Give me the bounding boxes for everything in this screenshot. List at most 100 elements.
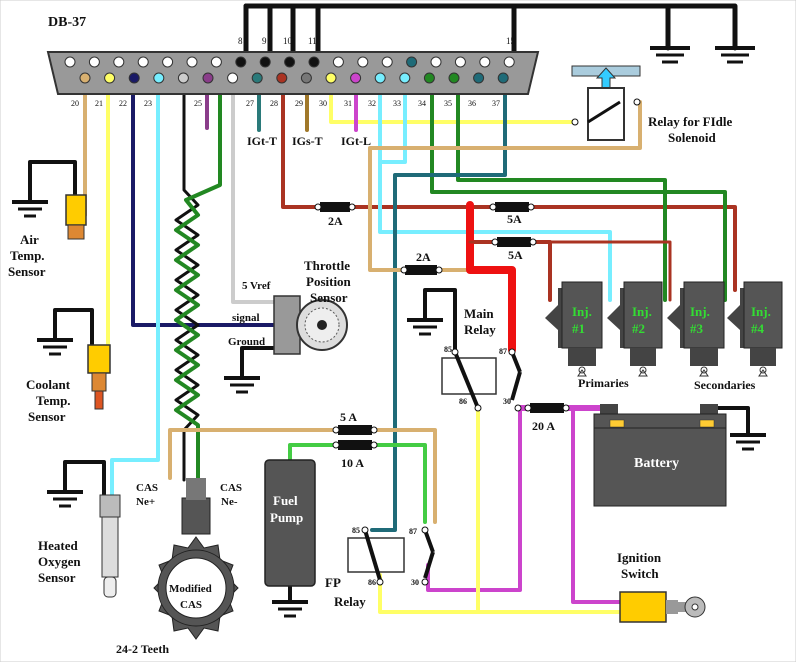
pin-label-28: 28 bbox=[270, 99, 278, 108]
label-air-temp-2: Temp. bbox=[10, 248, 45, 263]
connector-bottom-pin bbox=[79, 72, 91, 84]
pin-label-11: 11 bbox=[308, 36, 317, 46]
connector-bottom-pin bbox=[177, 72, 189, 84]
black-wire-coolant-ground bbox=[53, 308, 94, 347]
label-relay-fidle-2: Solenoid bbox=[668, 130, 716, 145]
pin-label-8: 8 bbox=[238, 36, 243, 46]
connector-bottom-pin bbox=[350, 72, 362, 84]
label-inj1b: #1 bbox=[572, 321, 585, 336]
connector-top-pin bbox=[259, 56, 271, 68]
label-oxygen-2: Oxygen bbox=[38, 554, 81, 569]
connector-top-pin bbox=[332, 56, 344, 68]
main-relay bbox=[441, 348, 522, 412]
label-inj4: Inj. bbox=[751, 304, 771, 319]
label-signal: signal bbox=[232, 312, 260, 324]
magenta-wire-ignition bbox=[426, 406, 522, 592]
injector-2 bbox=[607, 281, 663, 374]
ignition-switch bbox=[619, 591, 706, 623]
connector-bottom-pin bbox=[128, 72, 140, 84]
ground-symbol-top-2 bbox=[715, 46, 755, 64]
label-inj3b: #3 bbox=[690, 321, 704, 336]
battery bbox=[593, 404, 727, 507]
connector-top-pin bbox=[381, 56, 393, 68]
label-primaries: Primaries bbox=[578, 376, 629, 390]
ground-symbol-top-1 bbox=[650, 46, 690, 64]
black-wire-tps-ground bbox=[240, 346, 277, 380]
pin-label-25: 25 bbox=[194, 99, 202, 108]
label-fuse-5a-low: 5 A bbox=[340, 410, 357, 424]
fp-relay-pin-86: 86 bbox=[368, 578, 376, 587]
black-wire-top-bus bbox=[243, 3, 738, 51]
bottom-pin-row bbox=[79, 72, 509, 84]
connector-bottom-pin bbox=[325, 72, 337, 84]
connector-bottom-pin bbox=[202, 72, 214, 84]
cyan-wire-pin33 bbox=[378, 76, 407, 164]
main-relay-pin-86: 86 bbox=[459, 397, 467, 406]
label-modified-cas-2: CAS bbox=[180, 599, 202, 611]
fp-relay bbox=[347, 526, 435, 586]
label-main-relay-1: Main bbox=[464, 306, 494, 321]
pin-label-35: 35 bbox=[444, 99, 452, 108]
label-igs-t: IGs-T bbox=[292, 134, 323, 148]
label-inj2: Inj. bbox=[632, 304, 652, 319]
pin-label-31: 31 bbox=[344, 99, 352, 108]
teal-wire-pin37 bbox=[370, 76, 507, 532]
pin-label-29: 29 bbox=[295, 99, 303, 108]
label-inj2b: #2 bbox=[632, 321, 645, 336]
label-fuse-2a-mid: 2A bbox=[416, 250, 431, 264]
pin-label-21: 21 bbox=[95, 99, 103, 108]
red-wire-main-87 bbox=[466, 201, 516, 354]
label-cas-ne-minus-2: Ne- bbox=[221, 496, 238, 508]
label-fuse-5a-mid: 5A bbox=[508, 248, 523, 262]
connector-bottom-pin bbox=[276, 72, 288, 84]
ground-symbol-oxygen bbox=[47, 490, 83, 508]
label-secondaries: Secondaries bbox=[694, 378, 756, 392]
label-relay-fidle-1: Relay for FIdle bbox=[648, 114, 732, 129]
connector-bottom-pin bbox=[227, 72, 239, 84]
fp-relay-pin-30: 30 bbox=[411, 578, 419, 587]
connector-bottom-pin bbox=[251, 72, 263, 84]
connector-top-pin bbox=[88, 56, 100, 68]
label-tps-2: Position bbox=[306, 274, 352, 289]
label-oxygen-1: Heated bbox=[38, 538, 78, 553]
air-temp-sensor bbox=[65, 194, 87, 240]
cas-connector bbox=[181, 478, 211, 535]
connector-top-pin bbox=[162, 56, 174, 68]
fuse-2a-mid bbox=[400, 265, 443, 275]
label-air-temp-3: Sensor bbox=[8, 264, 46, 279]
label-oxygen-3: Sensor bbox=[38, 570, 76, 585]
top-pin-row bbox=[64, 56, 515, 68]
connector-top-pin bbox=[186, 56, 198, 68]
pin-label-33: 33 bbox=[393, 99, 401, 108]
connector-top-pin bbox=[454, 56, 466, 68]
pin-label-36: 36 bbox=[468, 99, 476, 108]
label-cas-ne-plus-2: Ne+ bbox=[136, 496, 155, 508]
connector-top-pin bbox=[479, 56, 491, 68]
connector-bottom-pin bbox=[448, 72, 460, 84]
ground-symbol-pump bbox=[272, 585, 308, 618]
label-vref: 5 Vref bbox=[242, 280, 271, 292]
connector-top-pin bbox=[357, 56, 369, 68]
ground-symbol-coolant bbox=[37, 338, 73, 356]
label-ignition-1: Ignition bbox=[617, 550, 662, 565]
ground-symbol-relay bbox=[407, 318, 443, 336]
pin-label-15: 15 bbox=[506, 36, 516, 46]
white-wire-5vref bbox=[231, 76, 277, 304]
db37-connector: DB-37 8 9 10 11 15 20 21 22 23 25 27 28 … bbox=[46, 15, 540, 108]
fuse-2a-top bbox=[314, 202, 356, 212]
label-fuse-20a: 20 A bbox=[532, 419, 555, 433]
injector-1 bbox=[545, 281, 603, 374]
label-battery: Battery bbox=[634, 456, 679, 471]
label-cas-ne-plus-1: CAS bbox=[136, 482, 158, 494]
label-fuel-pump-2: Pump bbox=[270, 510, 303, 525]
label-igt-l: IGt-L bbox=[341, 134, 371, 148]
black-wire-battery-ground bbox=[703, 406, 750, 437]
connector-top-pin bbox=[284, 56, 296, 68]
connector-bottom-pin bbox=[104, 72, 116, 84]
label-fp-relay-1: FP bbox=[325, 575, 341, 590]
connector-top-pin bbox=[308, 56, 320, 68]
pin-label-9: 9 bbox=[262, 36, 267, 46]
ground-symbol-tps bbox=[224, 376, 260, 394]
connector-top-pin bbox=[406, 56, 418, 68]
label-cas-ne-minus-1: CAS bbox=[220, 482, 242, 494]
